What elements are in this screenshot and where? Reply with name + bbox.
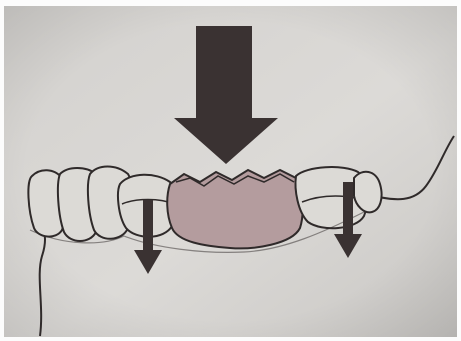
tooth-back-right [354,172,382,213]
bridge-pontic [167,170,302,248]
dental-bridge-diagram [4,6,457,337]
